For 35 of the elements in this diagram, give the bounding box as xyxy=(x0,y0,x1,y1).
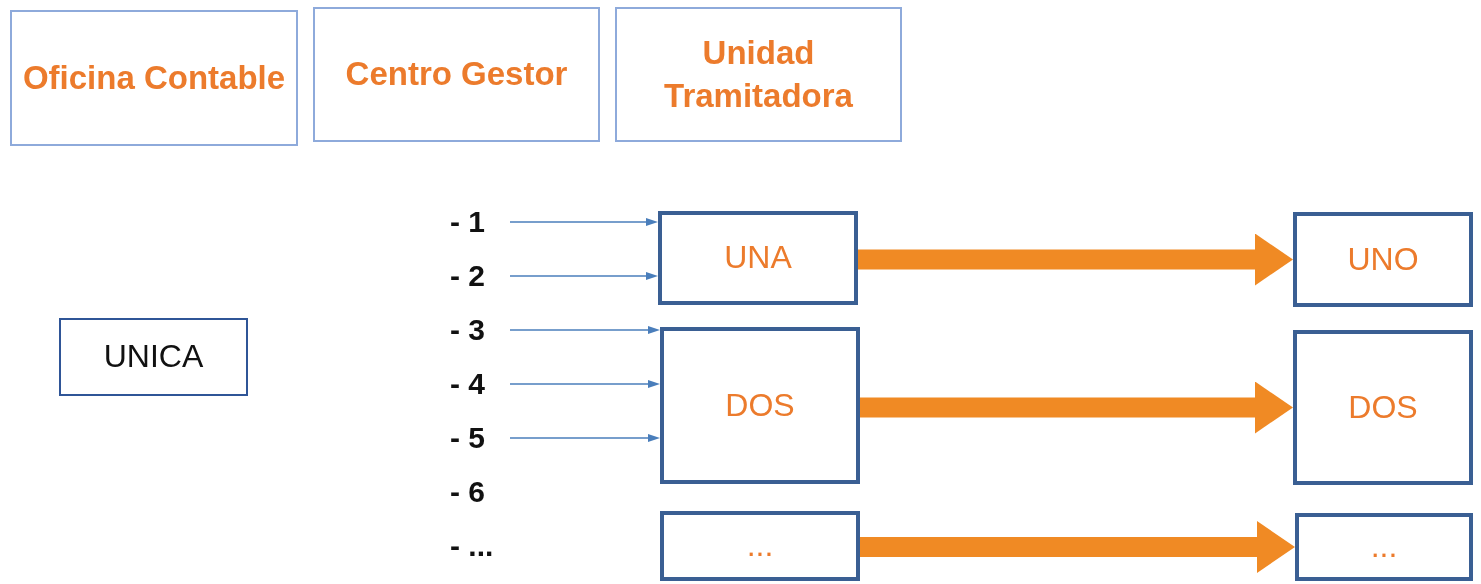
box-label: UNICA xyxy=(103,337,204,377)
code-box xyxy=(660,327,860,484)
block-arrow xyxy=(858,233,1293,286)
box-label: Centro Gestor xyxy=(345,54,568,95)
arrow xyxy=(509,326,660,334)
box-label: UNA xyxy=(724,238,792,278)
box-label: DOS xyxy=(725,385,795,425)
arrow xyxy=(509,434,660,442)
entity-box xyxy=(59,318,248,396)
list-number: - 2 xyxy=(450,258,485,294)
list-number: - ... xyxy=(450,528,494,564)
list-number: - 4 xyxy=(450,366,485,402)
box-label: UNO xyxy=(1347,239,1419,279)
list-number: - 1 xyxy=(450,204,485,240)
code-box xyxy=(1295,513,1473,581)
code-box xyxy=(660,511,860,581)
header-box xyxy=(615,7,902,142)
header-box xyxy=(10,10,298,146)
block-arrow xyxy=(860,381,1293,434)
box-label: Unidad Tramitadora xyxy=(663,32,854,116)
arrow xyxy=(509,272,658,280)
code-box xyxy=(1293,330,1473,485)
arrow xyxy=(509,218,658,226)
arrow xyxy=(509,380,660,388)
list-number: - 3 xyxy=(450,312,485,348)
list-number: - 5 xyxy=(450,420,485,456)
box-label: ... xyxy=(1370,527,1398,567)
box-label: DOS xyxy=(1348,387,1418,427)
block-arrow xyxy=(860,521,1295,573)
box-label: ... xyxy=(746,526,774,566)
header-box xyxy=(313,7,600,142)
list-number: - 6 xyxy=(450,474,485,510)
box-label: Oficina Contable xyxy=(22,57,286,98)
code-box xyxy=(1293,212,1473,307)
code-box xyxy=(658,211,858,305)
